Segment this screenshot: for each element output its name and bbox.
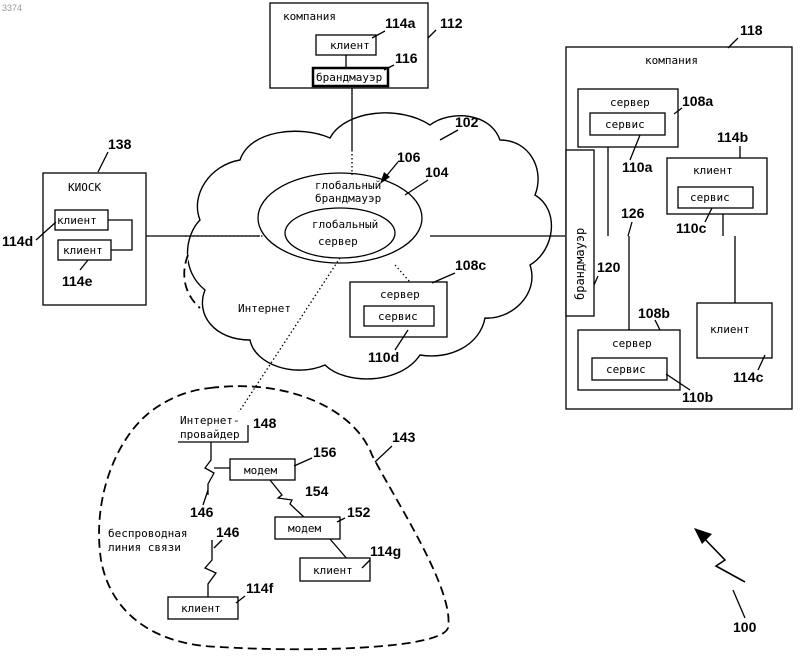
global-server [285, 208, 395, 258]
ref-114c: 114c [733, 369, 764, 385]
service-110b-label: сервис [606, 363, 646, 376]
ref-138: 138 [108, 136, 132, 152]
ref-110c: 110c [676, 220, 707, 236]
client-114d-label: клиент [57, 214, 97, 227]
ref-114f: 114f [246, 580, 274, 596]
isp-label-2: провайдер [180, 428, 240, 441]
ref-116: 116 [395, 50, 418, 66]
company-112-label: компания [283, 10, 336, 23]
ref-156: 156 [313, 444, 337, 460]
ref-148: 148 [253, 415, 277, 431]
server-108c-label: сервер [380, 288, 420, 301]
client-114g-label: клиент [313, 564, 353, 577]
service-110a-label: сервис [605, 118, 645, 131]
service-110d-label: сервис [378, 310, 418, 323]
global-server-label-1: глобальный [312, 218, 378, 231]
ref-104: 104 [425, 164, 449, 180]
ref-118: 118 [740, 22, 763, 38]
firewall-120-label: брандмауэр [573, 228, 587, 300]
server-108a-label: сервер [610, 96, 650, 109]
global-firewall-label-1: глобальный [315, 179, 381, 192]
ref-114d: 114d [2, 233, 33, 249]
company-118-label: компания [645, 54, 698, 67]
service-110c-label: сервис [690, 191, 730, 204]
ref-114e: 114e [62, 273, 93, 289]
ref-126: 126 [621, 205, 645, 221]
ref-114g: 114g [370, 543, 401, 559]
client-114c-label: клиент [710, 323, 750, 336]
ref-108c: 108c [455, 257, 486, 273]
global-firewall-label-2: брандмауэр [315, 192, 381, 205]
firewall-116-label: брандмауэр [316, 71, 382, 84]
ref-100: 100 [733, 619, 757, 635]
ref-114a: 114a [385, 15, 416, 31]
ref-110a: 110a [622, 159, 653, 175]
ref-143: 143 [392, 429, 416, 445]
client-114a-label: клиент [330, 39, 370, 52]
ref-120: 120 [597, 259, 621, 275]
ref-146-a: 146 [190, 504, 214, 520]
ref-110b: 110b [682, 389, 713, 405]
ref-108a: 108a [682, 93, 713, 109]
client-114e-label: клиент [63, 244, 103, 257]
kiosk-label: КИОСК [68, 181, 101, 194]
ref-152: 152 [347, 504, 371, 520]
wireless-label-1: беспроводная [108, 527, 187, 540]
ref-112: 112 [440, 15, 463, 31]
ref-106: 106 [397, 149, 421, 165]
ref-102: 102 [455, 114, 479, 130]
server-108b-label: сервер [612, 337, 652, 350]
isp-label-1: Интернет- [180, 414, 240, 427]
global-server-label-2: сервер [318, 235, 358, 248]
wireless-label-2: линия связи [108, 541, 181, 554]
internet-label: Интернет [238, 302, 291, 315]
client-114f-label: клиент [181, 602, 221, 615]
ref-154: 154 [305, 483, 329, 499]
ref-110d: 110d [368, 349, 399, 365]
modem-152-label: модем [288, 522, 321, 535]
modem-156-label: модем [244, 464, 277, 477]
ref-114b: 114b [717, 129, 748, 145]
ref-146-b: 146 [216, 524, 240, 540]
ref-108b: 108b [638, 305, 670, 321]
client-114b-label: клиент [693, 164, 733, 177]
corner-code: 3374 [2, 3, 22, 13]
